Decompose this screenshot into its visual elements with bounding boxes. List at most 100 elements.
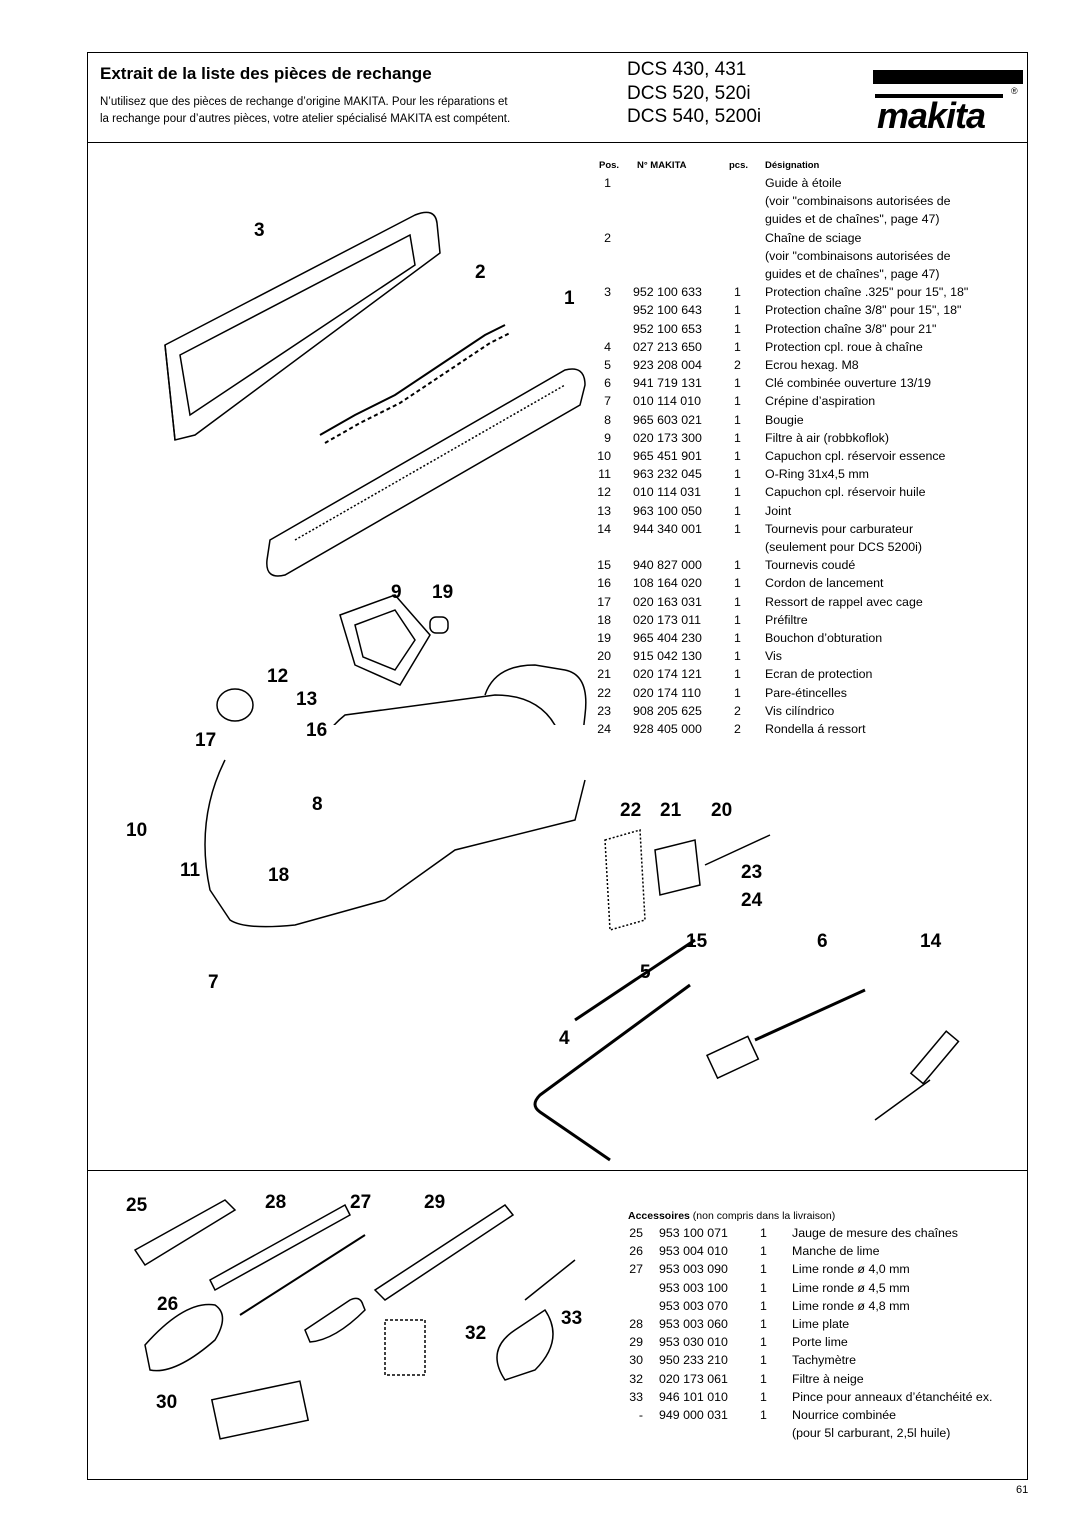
cell-no: 953 030 010 xyxy=(659,1335,728,1350)
callout-24: 24 xyxy=(741,890,763,911)
cell-no: 020 163 031 xyxy=(633,594,702,609)
cell-no: 915 042 130 xyxy=(633,649,702,664)
brand-wordmark: makita xyxy=(877,95,985,132)
callout-29: 29 xyxy=(424,1192,446,1213)
cell-pos: - xyxy=(638,1408,643,1422)
callout-11: 11 xyxy=(180,860,201,881)
cell-pos: 23 xyxy=(597,703,611,718)
cell-pos: 33 xyxy=(629,1389,643,1404)
model-line: DCS 520, 520i xyxy=(627,82,751,104)
hex-key-drawing xyxy=(533,983,691,1162)
callout-9: 9 xyxy=(391,582,402,603)
cell-desc: Jauge de mesure des chaînes xyxy=(792,1226,959,1240)
cell-pcs: 1 xyxy=(760,1371,767,1386)
cell-pos: 32 xyxy=(629,1371,643,1386)
cell-desc: Nourrice combinée xyxy=(792,1408,896,1422)
cell-pcs: 1 xyxy=(734,685,741,700)
callout-15: 15 xyxy=(686,931,708,952)
cell-pcs: 1 xyxy=(734,321,741,336)
cell-no: 946 101 010 xyxy=(659,1389,728,1404)
cell-pcs: 1 xyxy=(760,1353,767,1368)
cell-no: 928 405 000 xyxy=(633,722,702,736)
chainsaw-lower-body-drawing xyxy=(204,759,586,928)
cell-pcs: 2 xyxy=(734,703,741,718)
cell-no: 020 174 110 xyxy=(633,685,701,700)
cell-desc: Tachymètre xyxy=(792,1353,857,1368)
starter-parts-drawing xyxy=(216,688,254,722)
cell-desc: Crépine d’aspiration xyxy=(765,394,876,409)
cell-pos: 20 xyxy=(597,649,611,664)
cell-pcs: 1 xyxy=(760,1389,767,1404)
cell-pcs: 1 xyxy=(734,449,741,463)
cell-pos: 6 xyxy=(604,376,611,391)
cell-pos: 21 xyxy=(597,667,611,682)
callout-6: 6 xyxy=(817,931,828,952)
callout-19: 19 xyxy=(432,582,454,603)
callout-1: 1 xyxy=(564,288,575,309)
cell-pcs: 1 xyxy=(734,576,741,591)
cell-pos: 1 xyxy=(604,176,611,190)
cell-desc: Ressort de rappel avec cage xyxy=(765,594,923,609)
cell-desc: Ecrou hexag. M8 xyxy=(765,358,859,372)
cell-no: 941 719 131 xyxy=(633,376,702,391)
model-line: DCS 430, 431 xyxy=(627,59,747,80)
cell-pos: 27 xyxy=(629,1262,643,1277)
cell-desc: (seulement pour DCS 5200i) xyxy=(765,540,923,554)
circlip-pliers-drawing xyxy=(496,1259,576,1381)
cell-pos: 24 xyxy=(597,722,611,736)
callout-20: 20 xyxy=(711,800,733,821)
cell-no: 952 100 643 xyxy=(633,303,702,318)
cell-desc: Cordon de lancement xyxy=(765,576,884,591)
cell-no: 908 205 625 xyxy=(633,703,702,718)
callout-12: 12 xyxy=(267,666,289,687)
cell-desc: Protection chaîne .325" pour 15", 18" xyxy=(765,285,969,300)
spark-arrester-drawing xyxy=(604,829,646,931)
flat-file-drawing xyxy=(209,1203,351,1292)
cell-desc: Guide à étoile xyxy=(765,176,842,190)
callout-25: 25 xyxy=(126,1195,148,1216)
chain-gauge-drawing xyxy=(133,1199,237,1267)
callout-26: 26 xyxy=(157,1294,179,1315)
callout-21: 21 xyxy=(660,800,682,821)
makita-logo: makita ® xyxy=(873,70,1023,137)
cell-desc: Lime ronde ø 4,5 mm xyxy=(792,1280,910,1295)
carb-screwdriver-drawing xyxy=(874,1079,931,1121)
cell-desc: Capuchon cpl. réservoir essence xyxy=(765,449,946,463)
cell-no: 950 233 210 xyxy=(659,1353,728,1368)
cell-desc: Filtre à neige xyxy=(792,1371,864,1386)
cell-desc: Rondella á ressort xyxy=(765,722,866,736)
cell-pos: 12 xyxy=(597,485,611,500)
accessories-title-bold: Accessoires xyxy=(628,1210,690,1222)
cell-desc: guides et de chaînes", page 47) xyxy=(765,212,940,227)
tachometer-drawing xyxy=(210,1380,310,1440)
cell-no: 108 164 020 xyxy=(633,576,702,591)
subtitle-line-2: la rechange pour d’autres pièces, votre … xyxy=(100,113,511,125)
wrench-socket-drawing xyxy=(705,1035,760,1080)
cell-desc: Pince pour anneaux d’étanchéité ex. xyxy=(792,1389,993,1404)
cell-desc: Tournevis pour carburateur xyxy=(765,521,914,536)
cell-pos: 15 xyxy=(597,558,611,573)
cell-pos: 9 xyxy=(604,430,611,445)
cell-pcs: 1 xyxy=(734,649,741,664)
callout-7: 7 xyxy=(208,972,219,993)
chainsaw-exploded-drawing xyxy=(164,211,587,725)
cell-desc: Bougie xyxy=(765,412,804,427)
cell-pos: 8 xyxy=(604,412,611,427)
cell-pcs: 1 xyxy=(760,1262,767,1277)
cell-pos: 26 xyxy=(629,1244,643,1259)
cell-no: 940 827 000 xyxy=(633,558,702,573)
cell-no: 020 173 300 xyxy=(633,430,702,445)
callout-13: 13 xyxy=(296,689,318,710)
screw-drawing xyxy=(704,834,771,866)
cell-desc: Bouchon d’obturation xyxy=(765,631,883,645)
file-holder-drawing xyxy=(373,1203,515,1301)
cell-pos: 4 xyxy=(604,339,611,354)
cell-desc: Préfiltre xyxy=(765,612,808,627)
cell-desc: Lime ronde ø 4,8 mm xyxy=(792,1298,910,1313)
cell-pcs: 1 xyxy=(734,503,741,518)
cell-desc: Protection cpl. roue à chaîne xyxy=(765,339,923,354)
callout-27: 27 xyxy=(350,1192,372,1213)
cell-no: 020 174 121 xyxy=(633,667,702,682)
cell-pcs: 1 xyxy=(734,339,741,354)
callout-8: 8 xyxy=(312,794,323,815)
